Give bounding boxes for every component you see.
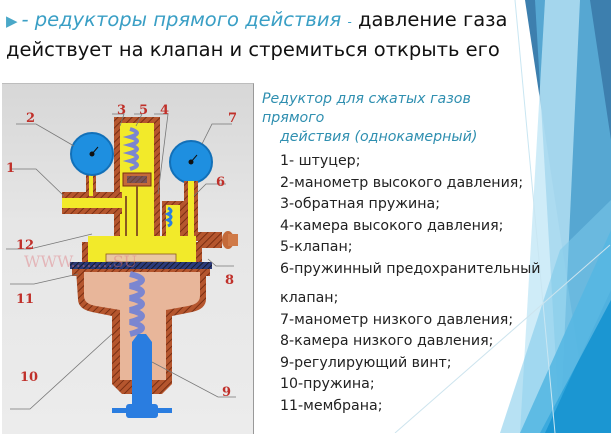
label-7: 7	[228, 111, 237, 126]
list-item: 8-камера низкого давления;	[280, 333, 494, 349]
legend-heading-line1: Редуктор для сжатых газов прямого	[262, 91, 471, 126]
reducer-diagram: WWW.…….SU 1 2 3 5 4 6 7 8 9 10 11 12	[2, 83, 254, 434]
title-separator: -	[347, 15, 352, 29]
list-item: 11-мембрана;	[280, 397, 383, 414]
list-item: 10-пружина;	[280, 376, 375, 392]
list-item: 2-манометр высокого давления;	[280, 174, 524, 191]
label-11: 11	[16, 292, 34, 307]
list-item: 9-регулирующий винт;	[280, 354, 452, 371]
label-10: 10	[20, 370, 38, 385]
label-5: 5	[139, 103, 148, 118]
list-item: 5-клапан;	[280, 239, 353, 255]
legend-heading-line2: действия (однокамерный)	[280, 129, 478, 145]
list-item: 6-пружинный предохранительный	[280, 260, 541, 277]
list-item: 4-камера высокого давления;	[280, 217, 504, 234]
title-highlight: - редукторы прямого действия	[21, 8, 342, 31]
slide-title: ▶- редукторы прямого действия - давление…	[6, 6, 596, 64]
label-12: 12	[16, 238, 34, 253]
triangle-right-icon: ▶	[6, 12, 18, 30]
parts-legend: Редуктор для сжатых газов прямого действ…	[262, 90, 541, 417]
label-2: 2	[26, 111, 35, 126]
label-8: 8	[225, 273, 234, 288]
list-item: 3-обратная пружина;	[280, 196, 440, 212]
label-4: 4	[160, 103, 169, 118]
list-item: 1- штуцер;	[280, 153, 361, 169]
label-9: 9	[222, 385, 231, 400]
title-text: давление газа действует на клапан и стре…	[6, 8, 508, 61]
reducer-cross-section: WWW.…….SU 1 2 3 5 4 6 7 8 9 10 11 12	[6, 103, 238, 418]
label-3: 3	[117, 103, 126, 118]
legend-list: 1- штуцер; 2-манометр высокого давления;…	[262, 151, 541, 417]
label-1: 1	[6, 161, 15, 176]
list-item: 7-манометр низкого давления;	[280, 311, 514, 328]
label-6: 6	[216, 175, 225, 190]
diagram-watermark: WWW.…….SU	[24, 252, 137, 271]
list-item: клапан;	[280, 290, 339, 306]
